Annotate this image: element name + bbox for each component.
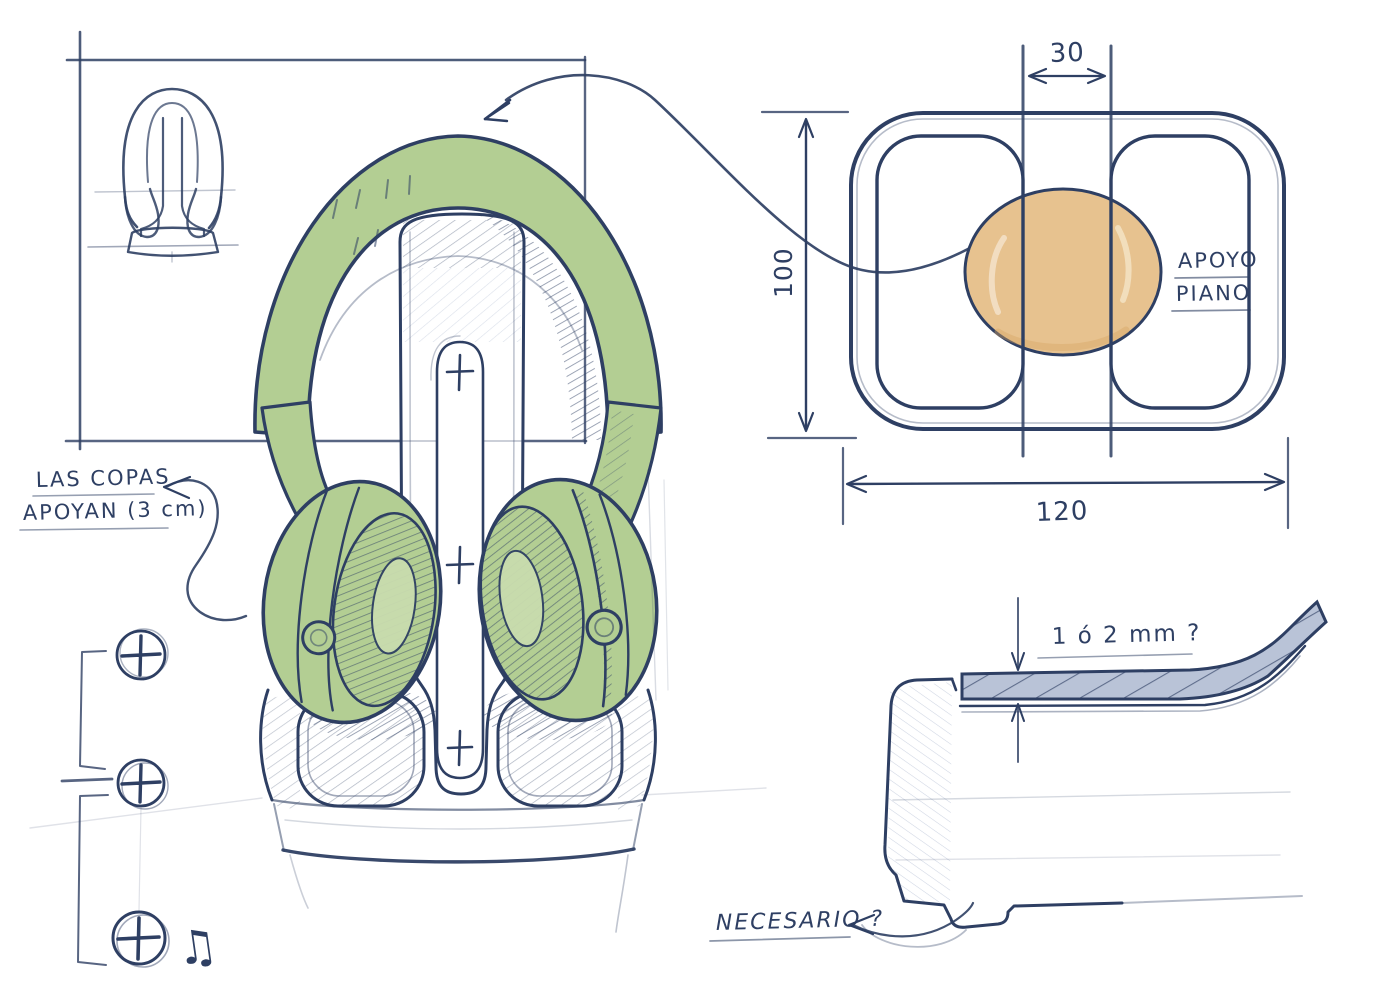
plus-marker-middle [445,545,475,585]
dimension-height: 100 [760,110,858,440]
dim-30-label: 30 [1049,38,1085,69]
bracket-upper [79,650,107,770]
dimension-column-width: 30 [1027,38,1107,85]
note-las-copas-line2: APOYAN (3 cm) [23,496,208,525]
plus-marker-bottom [446,729,474,767]
dim-120-label: 120 [1035,496,1089,528]
note-las-copas-line1: LAS COPAS [36,464,171,492]
screw-marker-1 [115,628,169,681]
left-pivot-knob [301,620,337,656]
plus-marker-top [445,353,475,392]
column-top-shading [403,220,521,268]
necessary-note: NECESARIO ? [709,901,975,942]
label-apoyo: APOYO [1178,248,1259,273]
top-view [849,44,1286,458]
headband [253,134,663,440]
screw-marker-2 [116,758,169,810]
support-label: APOYO PIANO [1171,248,1259,312]
headband-stitches [332,175,411,255]
screw-marker-3 [111,910,170,968]
necessary-leader-arrow [847,901,975,938]
right-pivot-knob [585,608,623,646]
note-thickness: 1 ó 2 mm ? [1051,620,1201,650]
cups-leader-arrow [162,475,248,622]
right-ear-cup [477,477,659,723]
dimension-total-width: 120 [841,436,1290,530]
assembly-markers: ♫ [60,628,221,976]
music-note-icon: ♫ [173,917,221,976]
side-view: 1 ó 2 mm ? [861,597,1328,948]
dim-100-label: 100 [769,247,798,298]
thickness-dimension [1011,597,1025,763]
bracket-lower [77,794,109,966]
leader-arrow-top [483,73,970,274]
headband-inner-shading [474,212,601,440]
thumbnail-sketch [87,87,239,263]
side-left-face-shading [888,682,952,903]
cups-note: LAS COPAS APOYAN (3 cm) [19,464,248,622]
left-ear-cup [261,479,443,725]
label-piano: PIANO [1176,281,1252,306]
